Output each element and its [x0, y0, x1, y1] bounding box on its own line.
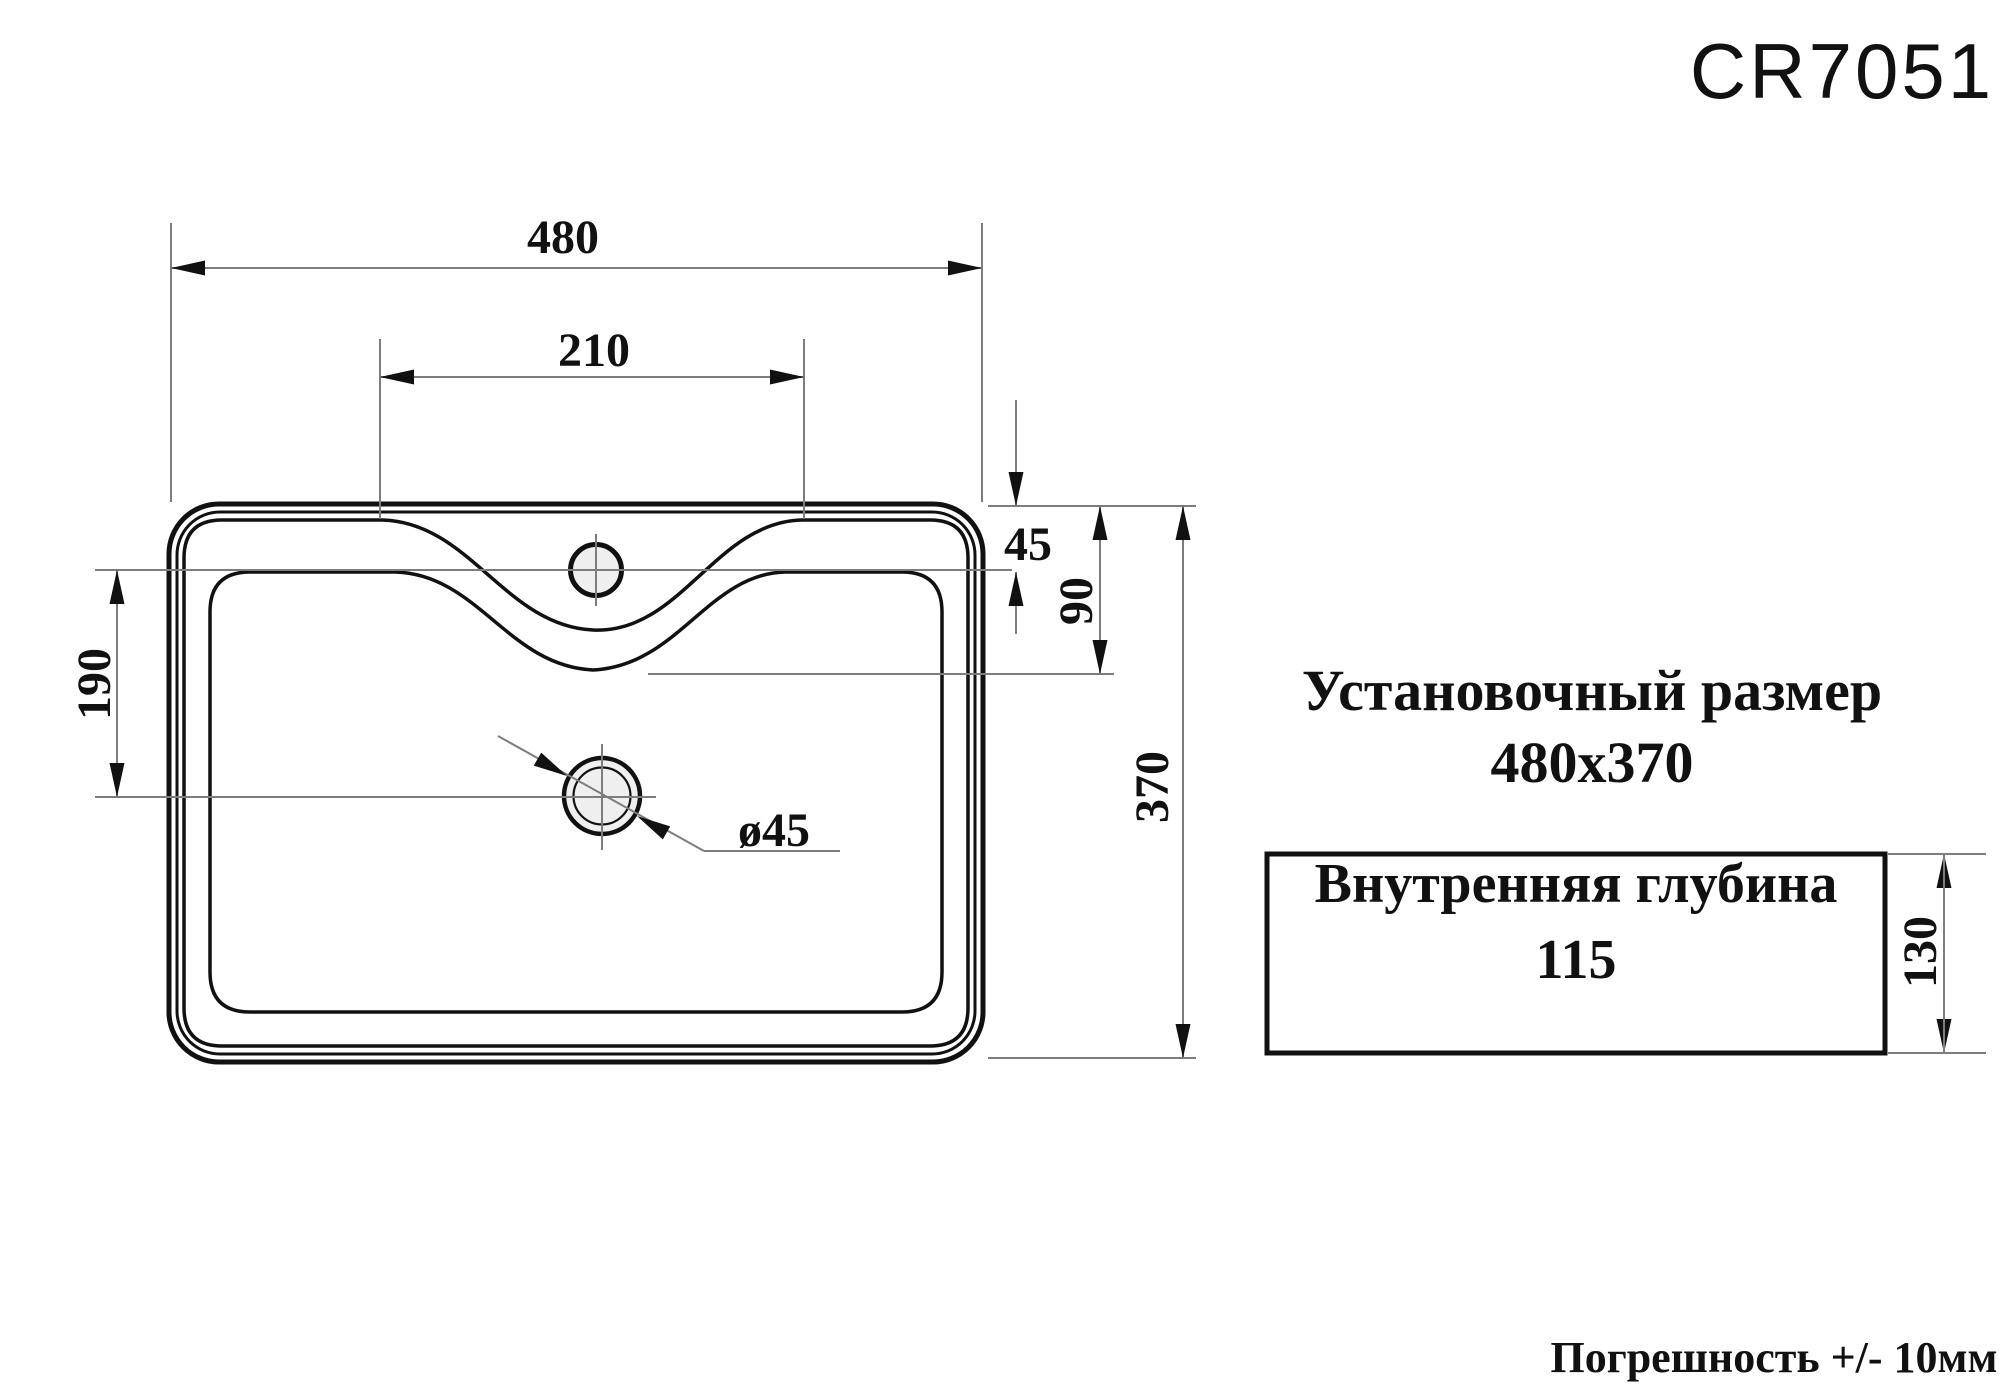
dim-label-recess-width: 210 [558, 324, 630, 377]
install-size-note: Установочный размер 480x370 [1302, 658, 1882, 795]
install-size-line1: Установочный размер [1302, 658, 1882, 723]
install-size-line2: 480x370 [1491, 730, 1694, 795]
plan-view [166, 501, 986, 1065]
dim-label-deck-depth: 45 [1004, 518, 1052, 571]
dim-label-overall-width: 480 [527, 211, 599, 264]
inner-depth-line2: 115 [1536, 929, 1617, 991]
dim-label-drain-offset: 190 [68, 648, 121, 720]
sink-basin-line [208, 570, 944, 1014]
sink-outer-inner-line [175, 510, 977, 1056]
model-number-label: CR7051 [1690, 27, 1994, 115]
side-view-rect [1264, 851, 1888, 1056]
dim-label-recess-depth: 90 [1050, 577, 1103, 625]
dim-label-drain-diameter: ø45 [738, 804, 810, 857]
dim-label-overall-depth: 370 [1126, 751, 1179, 823]
sink-outer-outline [166, 501, 986, 1065]
tolerance-note: Погрешность +/- 10мм [1550, 1333, 1997, 1382]
sink-rim-line [182, 518, 970, 1048]
dim-label-side-height: 130 [1894, 916, 1947, 988]
dimension-arrows [109, 260, 1952, 1058]
inner-depth-box: Внутренняя глубина 115 [1264, 851, 1986, 1056]
extension-lines [95, 223, 1196, 1059]
inner-depth-line1: Внутренняя глубина [1315, 853, 1838, 915]
